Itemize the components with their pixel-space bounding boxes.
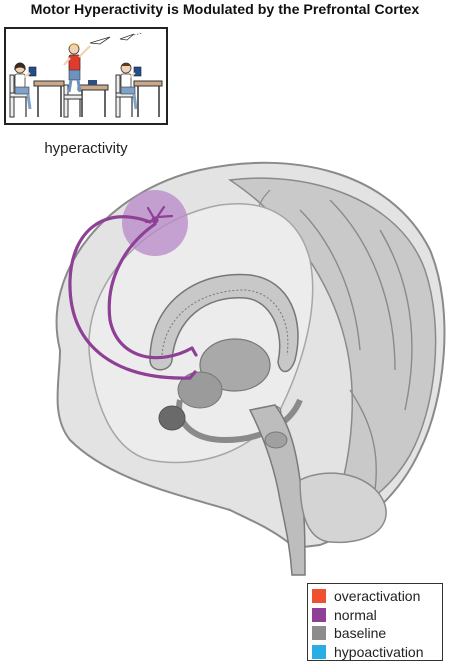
legend-label-normal: normal [334,606,377,623]
cartoon-caption: hyperactivity [44,140,128,157]
figure-title: Motor Hyperactivity is Modulated by the … [30,2,420,18]
legend-swatch-normal [312,607,326,622]
legend-label-baseline: baseline [334,625,387,642]
desk-right [133,80,163,117]
legend-item-hypoactivation: hypoactivation [312,643,442,662]
legend-label-hypoactivation: hypoactivation [334,643,424,660]
legend-swatch-baseline [312,626,326,641]
legend-swatch-hypoactivation [312,644,326,659]
classroom-cartoon [4,27,168,125]
legend-item-baseline: baseline [312,624,442,643]
student-girl [9,62,37,118]
legend: overactivation normal baseline hypoactiv… [307,583,443,661]
amygdala [158,405,186,431]
corpus-callosum [149,273,299,373]
pathway-lines [68,215,198,380]
paper-airplanes [89,32,143,45]
classroom-illustration [9,32,163,118]
thalamus [199,338,271,392]
cerebellum [299,472,387,544]
legend-item-normal: normal [312,606,442,625]
legend-item-overactivation: overactivation [312,587,442,606]
desk-left [33,80,65,117]
legend-label-overactivation: overactivation [334,588,421,605]
legend-swatch-overactivation [312,589,326,604]
brain-diagram [55,161,446,576]
student-standing [63,43,91,118]
brainstem [248,404,306,576]
student-boy [115,62,142,118]
